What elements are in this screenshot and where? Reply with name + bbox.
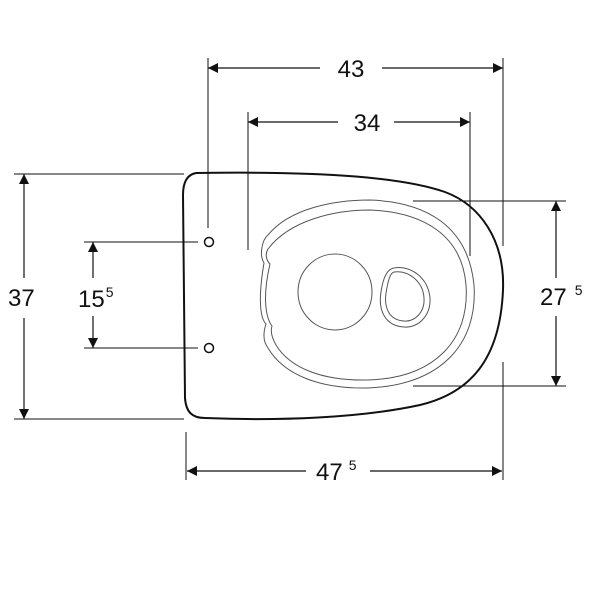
dim-label-37: 37 bbox=[8, 285, 35, 312]
dim-label-34: 34 bbox=[354, 110, 381, 137]
dim-label-155-sup: 5 bbox=[106, 284, 114, 300]
dim-label-275: 27 5 bbox=[540, 282, 583, 311]
toilet-outline bbox=[181, 171, 505, 421]
outer-rim bbox=[181, 171, 505, 421]
dim-label-475-sup: 5 bbox=[349, 457, 357, 473]
bowl-inner-edge bbox=[265, 209, 467, 381]
dim-label-37-main: 37 bbox=[8, 285, 35, 312]
bowl-opening bbox=[297, 253, 373, 331]
dim-label-43: 43 bbox=[338, 56, 365, 83]
dim-label-475: 47 5 bbox=[316, 457, 357, 486]
fixing-holes bbox=[203, 236, 215, 354]
dim-label-475-main: 47 bbox=[316, 459, 343, 486]
fixing-hole-upper bbox=[203, 236, 215, 248]
dim-label-43-main: 43 bbox=[338, 56, 365, 83]
extension-lines bbox=[14, 58, 566, 480]
bowl-inner-outline bbox=[259, 199, 475, 389]
dim-label-275-main: 27 bbox=[540, 284, 567, 311]
flush-outlet bbox=[379, 267, 431, 328]
dimension-lines bbox=[19, 63, 561, 476]
dim-label-34-main: 34 bbox=[354, 110, 381, 137]
flush-outlet-inner bbox=[385, 271, 425, 322]
fixing-hole-lower bbox=[203, 342, 215, 354]
dim-label-155-main: 15 bbox=[78, 286, 105, 313]
dim-label-275-sup: 5 bbox=[575, 282, 583, 298]
dim-label-155: 155 bbox=[78, 284, 114, 313]
bowl bbox=[259, 199, 475, 389]
